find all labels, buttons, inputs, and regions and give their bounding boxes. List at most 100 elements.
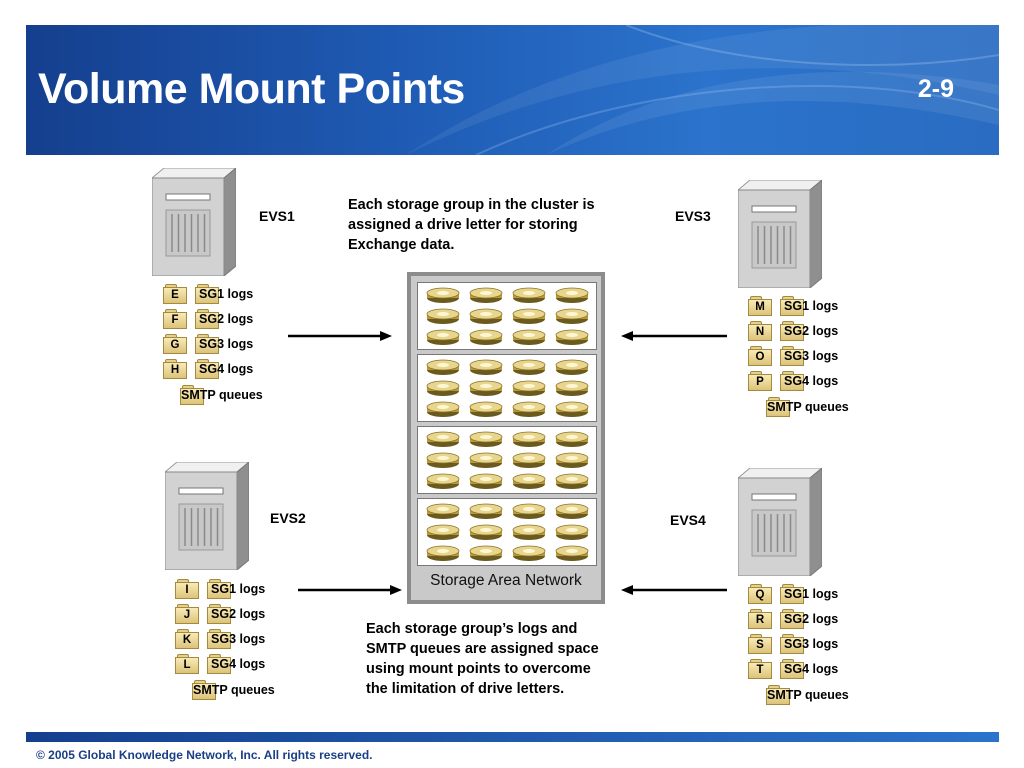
storage-group-suffix: 2 logs — [217, 312, 254, 326]
storage-group-label: SG2 logs — [211, 607, 265, 621]
storage-group-label: SG4 logs — [211, 657, 265, 671]
mount-point-folder-icon — [207, 604, 231, 624]
disk-bay — [417, 426, 597, 494]
mount-point-folder-icon — [195, 334, 219, 354]
slide-title: Volume Mount Points — [38, 65, 465, 113]
storage-group-suffix: 3 logs — [802, 637, 839, 651]
caption-bottom: Each storage group’s logs and SMTP queue… — [366, 619, 599, 699]
smtp-suffix: TP queues — [785, 688, 849, 702]
storage-group-suffix: 4 logs — [217, 362, 254, 376]
disk-stack-icon — [555, 305, 591, 330]
disk-stack-icon — [426, 428, 462, 453]
disk-bay — [417, 498, 597, 566]
arrow-right-icon — [288, 331, 392, 341]
server-icon — [736, 466, 824, 578]
server-icon — [163, 460, 251, 572]
disk-stack-icon — [426, 542, 462, 567]
smtp-prefix: SM — [767, 400, 786, 414]
mount-point-folder-icon — [780, 659, 804, 679]
drive-letter-folder-icon: F — [163, 309, 187, 329]
drive-letter: O — [748, 349, 772, 366]
storage-group-label: SG2 logs — [784, 324, 838, 338]
caption-top-line: assigned a drive letter for storing — [348, 217, 578, 233]
disk-stack-icon — [555, 398, 591, 423]
disk-stack-icon — [469, 542, 505, 567]
storage-group-suffix: 4 logs — [802, 662, 839, 676]
mount-point-folder-icon — [766, 685, 790, 705]
mount-point-folder-icon — [780, 321, 804, 341]
disk-stack-icon — [426, 356, 462, 381]
storage-group-label: SG1 logs — [199, 287, 253, 301]
storage-group-suffix: 2 logs — [802, 324, 839, 338]
storage-group-suffix: 1 logs — [229, 582, 266, 596]
smtp-prefix: SM — [181, 388, 200, 402]
disk-stack-icon — [426, 326, 462, 351]
disk-stack-icon — [469, 356, 505, 381]
disk-stack-icon — [512, 500, 548, 525]
storage-group-prefix: SG — [211, 632, 230, 646]
disk-stack-icon — [555, 356, 591, 381]
server-label-evs3: EVS3 — [675, 208, 711, 224]
storage-group-suffix: 1 logs — [217, 287, 254, 301]
storage-group-prefix: SG — [211, 582, 230, 596]
drive-letter: F — [163, 312, 187, 329]
drive-letter-folder-icon: T — [748, 659, 772, 679]
drive-letter: I — [175, 582, 199, 599]
disk-stack-icon — [555, 449, 591, 474]
server-label-evs2: EVS2 — [270, 510, 306, 526]
storage-group-prefix: SG — [199, 287, 218, 301]
storage-group-label: SG1 logs — [784, 587, 838, 601]
disk-stack-icon — [555, 470, 591, 495]
disk-stack-icon — [426, 470, 462, 495]
mount-point-folder-icon — [780, 634, 804, 654]
drive-letter: K — [175, 632, 199, 649]
storage-group-prefix: SG — [784, 374, 803, 388]
mount-point-folder-icon — [780, 609, 804, 629]
title-banner: Volume Mount Points 2-9 — [26, 25, 999, 155]
server-label-evs1: EVS1 — [259, 208, 295, 224]
mount-point-folder-icon — [207, 579, 231, 599]
drive-letter: S — [748, 637, 772, 654]
drive-letter: P — [748, 374, 772, 391]
disk-stack-icon — [426, 500, 462, 525]
mount-point-folder-icon — [207, 629, 231, 649]
disk-stack-icon — [469, 428, 505, 453]
mount-point-folder-icon — [195, 309, 219, 329]
storage-group-label: SG4 logs — [199, 362, 253, 376]
smtp-queue-label: SMTP queues — [193, 683, 275, 697]
mount-point-folder-icon — [780, 584, 804, 604]
disk-stack-icon — [469, 500, 505, 525]
mount-point-folder-icon — [780, 371, 804, 391]
storage-group-suffix: 4 logs — [229, 657, 266, 671]
mount-point-folder-icon — [207, 654, 231, 674]
disk-stack-icon — [426, 449, 462, 474]
banner-swirl-decoration — [406, 25, 999, 155]
caption-bottom-line: SMTP queues are assigned space — [366, 641, 599, 657]
storage-group-suffix: 3 logs — [802, 349, 839, 363]
drive-letter-folder-icon: I — [175, 579, 199, 599]
disk-stack-icon — [469, 521, 505, 546]
arrow-right-icon — [298, 585, 402, 595]
disk-stack-icon — [512, 521, 548, 546]
drive-letter: N — [748, 324, 772, 341]
storage-group-prefix: SG — [784, 299, 803, 313]
san-label: Storage Area Network — [430, 572, 582, 589]
drive-letter-folder-icon: N — [748, 321, 772, 341]
storage-group-prefix: SG — [784, 662, 803, 676]
drive-letter: E — [163, 287, 187, 304]
storage-group-prefix: SG — [784, 587, 803, 601]
disk-stack-icon — [512, 428, 548, 453]
disk-stack-icon — [555, 542, 591, 567]
mount-point-folder-icon — [195, 359, 219, 379]
disk-stack-icon — [512, 377, 548, 402]
storage-group-prefix: SG — [199, 337, 218, 351]
storage-group-label: SG3 logs — [784, 349, 838, 363]
drive-letter: J — [175, 607, 199, 624]
disk-stack-icon — [469, 398, 505, 423]
disk-stack-icon — [426, 398, 462, 423]
storage-group-label: SG4 logs — [784, 374, 838, 388]
disk-stack-icon — [426, 521, 462, 546]
drive-letter: Q — [748, 587, 772, 604]
drive-letter: R — [748, 612, 772, 629]
storage-group-prefix: SG — [199, 312, 218, 326]
